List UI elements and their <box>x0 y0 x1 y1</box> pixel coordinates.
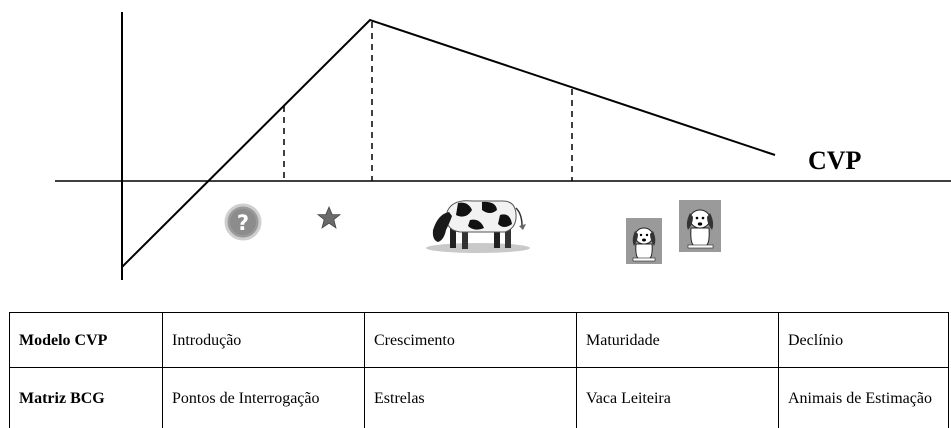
question-mark-icon: ? <box>226 205 260 239</box>
table-cell: Vaca Leiteira <box>577 368 779 428</box>
dog-icon <box>679 200 721 252</box>
table-cell: Declínio <box>779 313 949 368</box>
row-header: Matriz BCG <box>10 368 163 428</box>
dog-icon <box>626 218 662 264</box>
table-cell: Pontos de Interrogação <box>163 368 365 428</box>
star-icon <box>318 207 340 228</box>
table-row: Matriz BCG Pontos de Interrogação Estrel… <box>10 368 949 428</box>
table-row: Modelo CVP Introdução Crescimento Maturi… <box>10 313 949 368</box>
table-cell: Maturidade <box>577 313 779 368</box>
life-cycle-curve <box>122 20 775 267</box>
svg-text:?: ? <box>237 211 249 235</box>
table-cell: Introdução <box>163 313 365 368</box>
table-cell: Estrelas <box>365 368 577 428</box>
row-header: Modelo CVP <box>10 313 163 368</box>
table-cell: Crescimento <box>365 313 577 368</box>
cvp-bcg-table: Modelo CVP Introdução Crescimento Maturi… <box>9 312 949 428</box>
cow-icon <box>426 201 530 253</box>
cvp-label: CVP <box>808 146 861 176</box>
table-cell: Animais de Estimação <box>779 368 949 428</box>
